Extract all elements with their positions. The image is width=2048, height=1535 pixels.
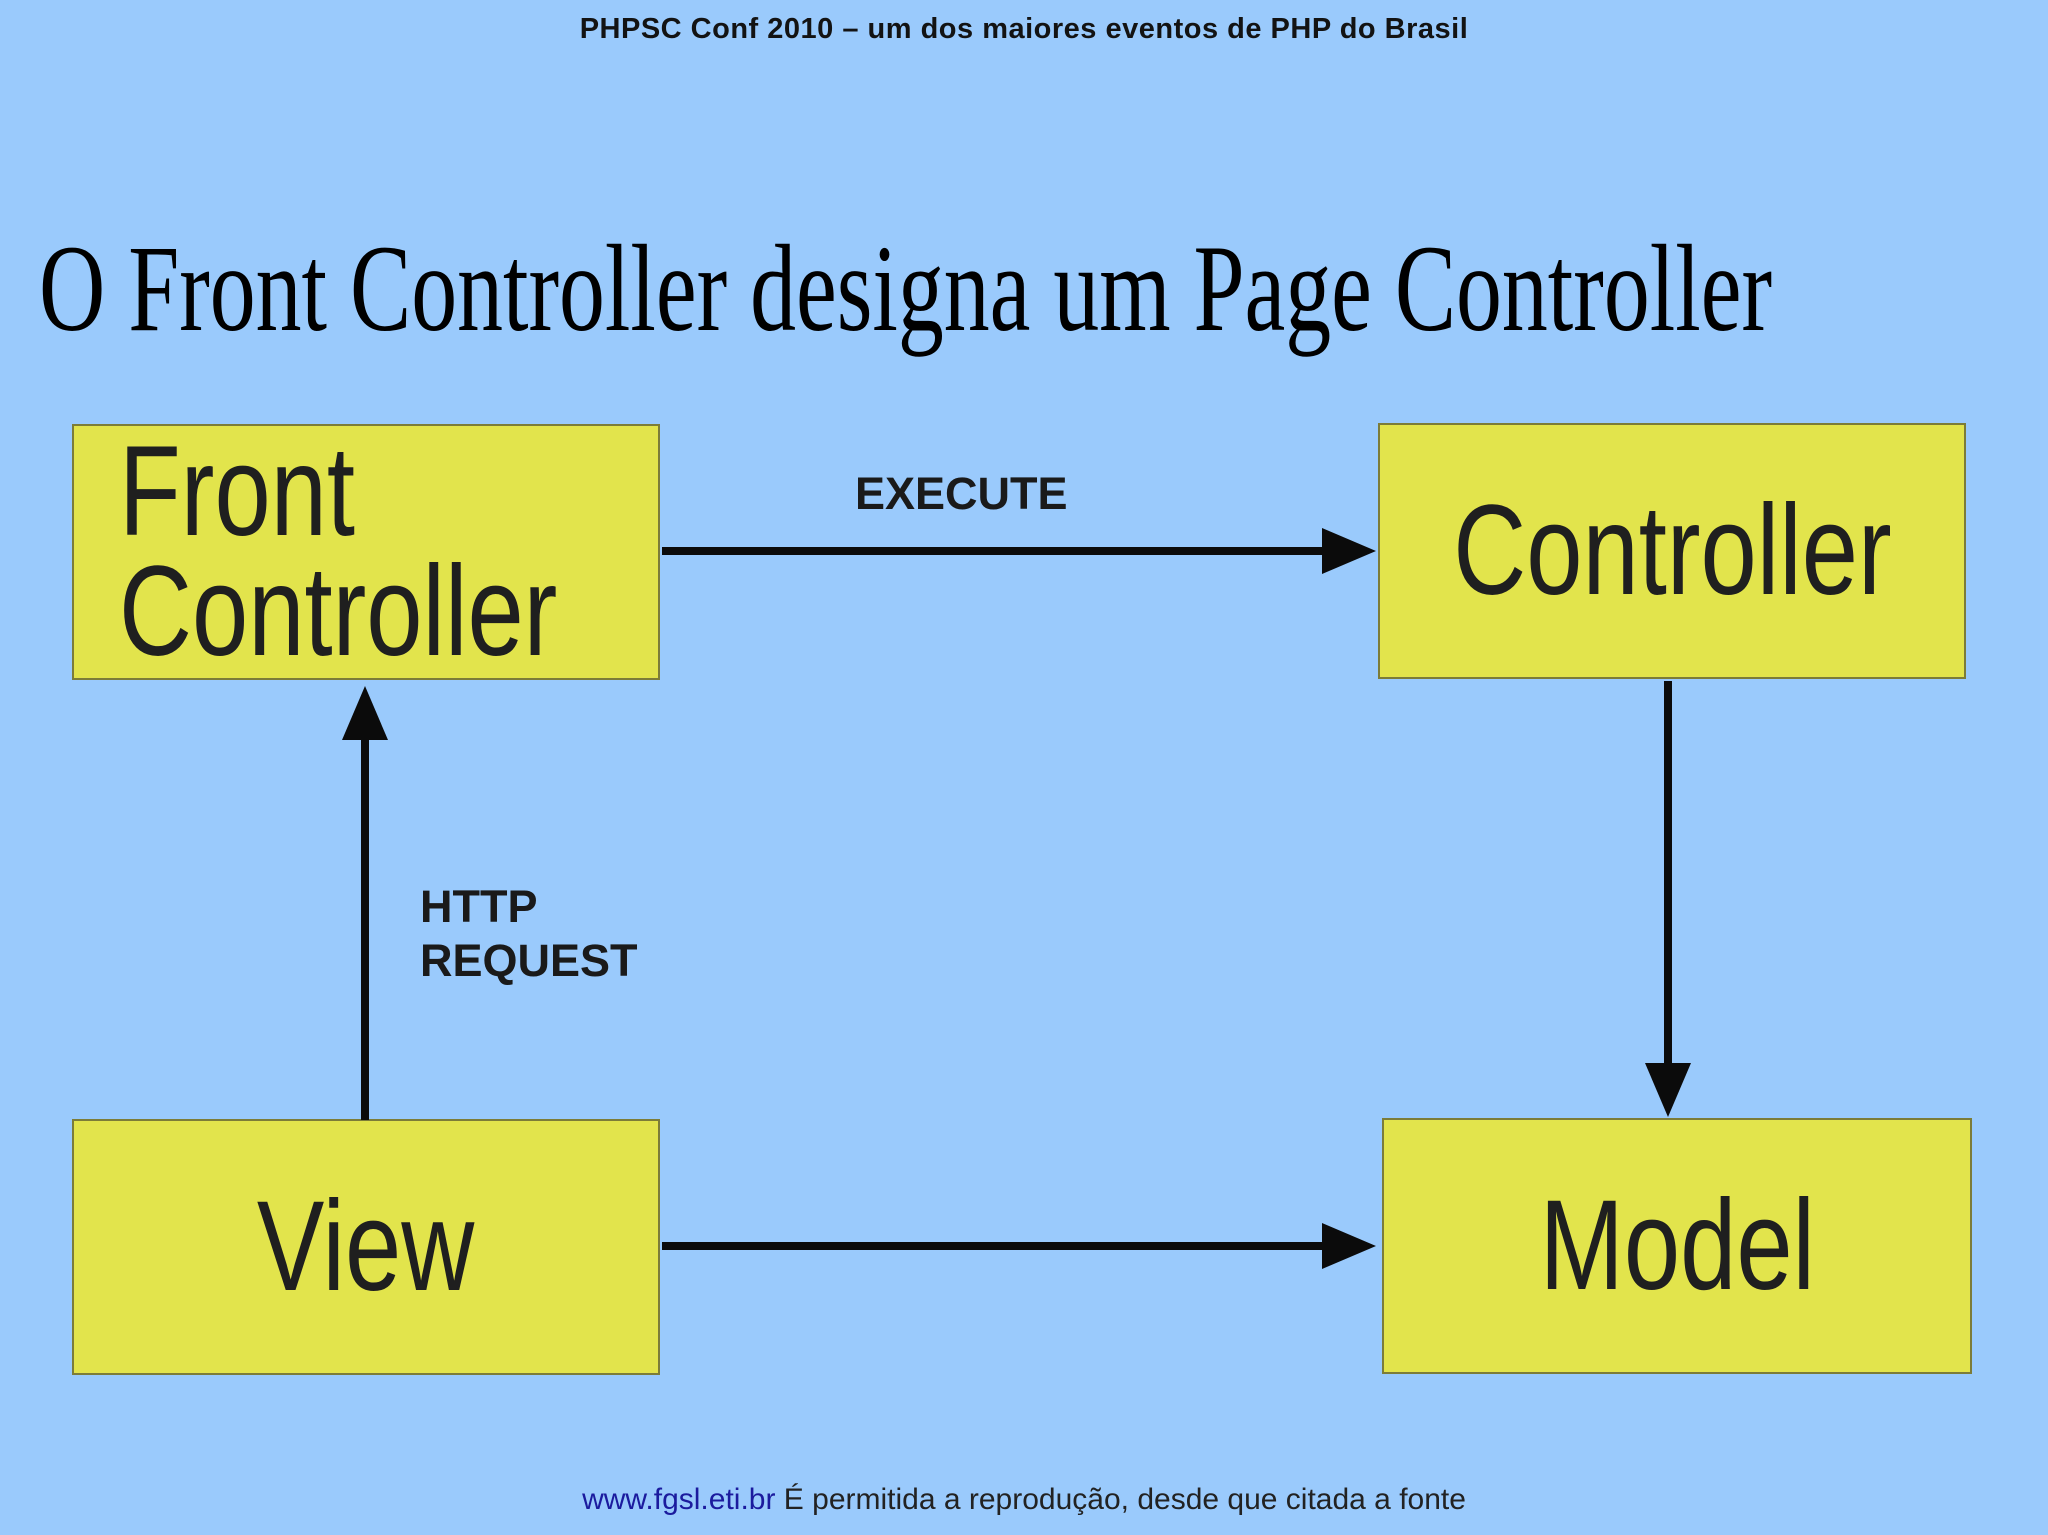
box-controller: Controller xyxy=(1378,423,1966,679)
box-model-label: Model xyxy=(1539,1173,1815,1317)
box-controller-label: Controller xyxy=(1452,478,1892,622)
arrowhead-right-icon xyxy=(1322,1223,1376,1269)
page-title: O Front Controller designa um Page Contr… xyxy=(39,220,1773,357)
arrowhead-up-icon xyxy=(342,686,388,740)
arrowhead-down-icon xyxy=(1645,1063,1691,1117)
box-front-controller-label: Front Controller xyxy=(119,419,558,683)
view-to-model-arrow-line xyxy=(662,1242,1322,1250)
execute-arrow-line xyxy=(662,547,1322,555)
box-view: View xyxy=(72,1119,660,1375)
slide-header: PHPSC Conf 2010 – um dos maiores eventos… xyxy=(579,13,1469,45)
controller-to-model-arrow-line xyxy=(1664,681,1672,1065)
footer-text: É permitida a reprodução, desde que cita… xyxy=(783,1483,1466,1516)
box-model: Model xyxy=(1382,1118,1972,1374)
http-request-arrow-line xyxy=(361,738,369,1120)
execute-label: EXECUTE xyxy=(855,468,1068,519)
box-front-controller: Front Controller xyxy=(72,424,660,680)
box-view-label: View xyxy=(257,1174,475,1318)
footer-link[interactable]: www.fgsl.eti.br xyxy=(582,1483,776,1516)
footer: www.fgsl.eti.br É permitida a reprodução… xyxy=(0,1483,2048,1517)
arrowhead-right-icon xyxy=(1322,528,1376,574)
http-request-label: HTTP REQUEST xyxy=(420,881,638,986)
